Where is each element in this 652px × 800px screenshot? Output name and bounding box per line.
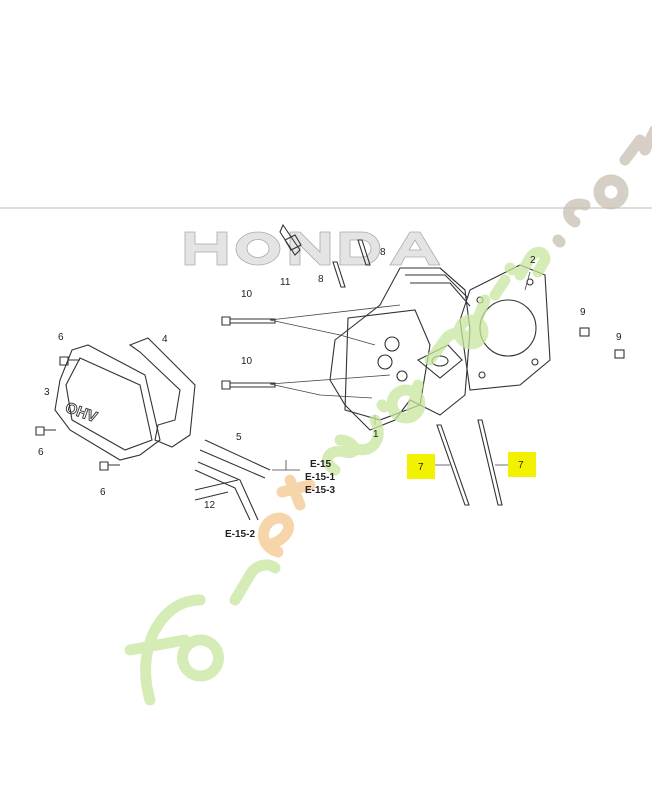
callout-10: 10 <box>241 289 253 300</box>
ref-e-15-3: E-15-3 <box>305 485 335 496</box>
callout-7: 7 <box>518 460 524 471</box>
cylinder-head <box>329 267 471 431</box>
valve-cover: OHV <box>54 344 161 461</box>
cover-bolts <box>35 356 120 471</box>
callout-12: 12 <box>204 500 216 511</box>
head-bolts <box>221 316 276 390</box>
callout-numbers: 1 2 3 4 5 6 6 6 7 7 8 8 9 9 10 10 11 12 … <box>38 247 622 540</box>
highlight-7-right <box>508 452 536 477</box>
callout-9: 9 <box>616 332 622 343</box>
callout-8: 8 <box>318 274 324 285</box>
breather-tube-12 <box>194 461 259 521</box>
dowel-pin <box>579 327 590 337</box>
callout-3: 3 <box>44 387 50 398</box>
ohv-marking: OHV <box>63 399 99 426</box>
callout-6: 6 <box>38 447 44 458</box>
studs <box>332 239 371 288</box>
cover-gasket <box>128 337 196 448</box>
dowel-pin <box>614 349 625 359</box>
callout-5: 5 <box>236 432 242 443</box>
ref-e-15: E-15 <box>310 459 332 470</box>
highlight-7-left <box>407 454 435 479</box>
callout-9: 9 <box>580 307 586 318</box>
honda-logo <box>184 231 441 266</box>
callout-11: 11 <box>280 277 291 288</box>
breather-tube <box>194 479 239 501</box>
callout-8: 8 <box>380 247 386 258</box>
breather-tube-5 <box>199 439 271 479</box>
callout-4: 4 <box>162 334 168 345</box>
ref-e-15-2: E-15-2 <box>225 529 255 540</box>
stud-bolts <box>436 419 503 506</box>
callout-7: 7 <box>418 462 424 473</box>
spark-plug <box>279 223 302 256</box>
callout-6: 6 <box>100 487 106 498</box>
leader-lines <box>269 271 531 471</box>
watermark <box>124 125 652 706</box>
callout-10: 10 <box>241 356 253 367</box>
ref-e-15-1: E-15-1 <box>305 472 335 483</box>
callout-1: 1 <box>373 429 379 440</box>
callout-2: 2 <box>530 255 536 266</box>
callout-6: 6 <box>58 332 64 343</box>
